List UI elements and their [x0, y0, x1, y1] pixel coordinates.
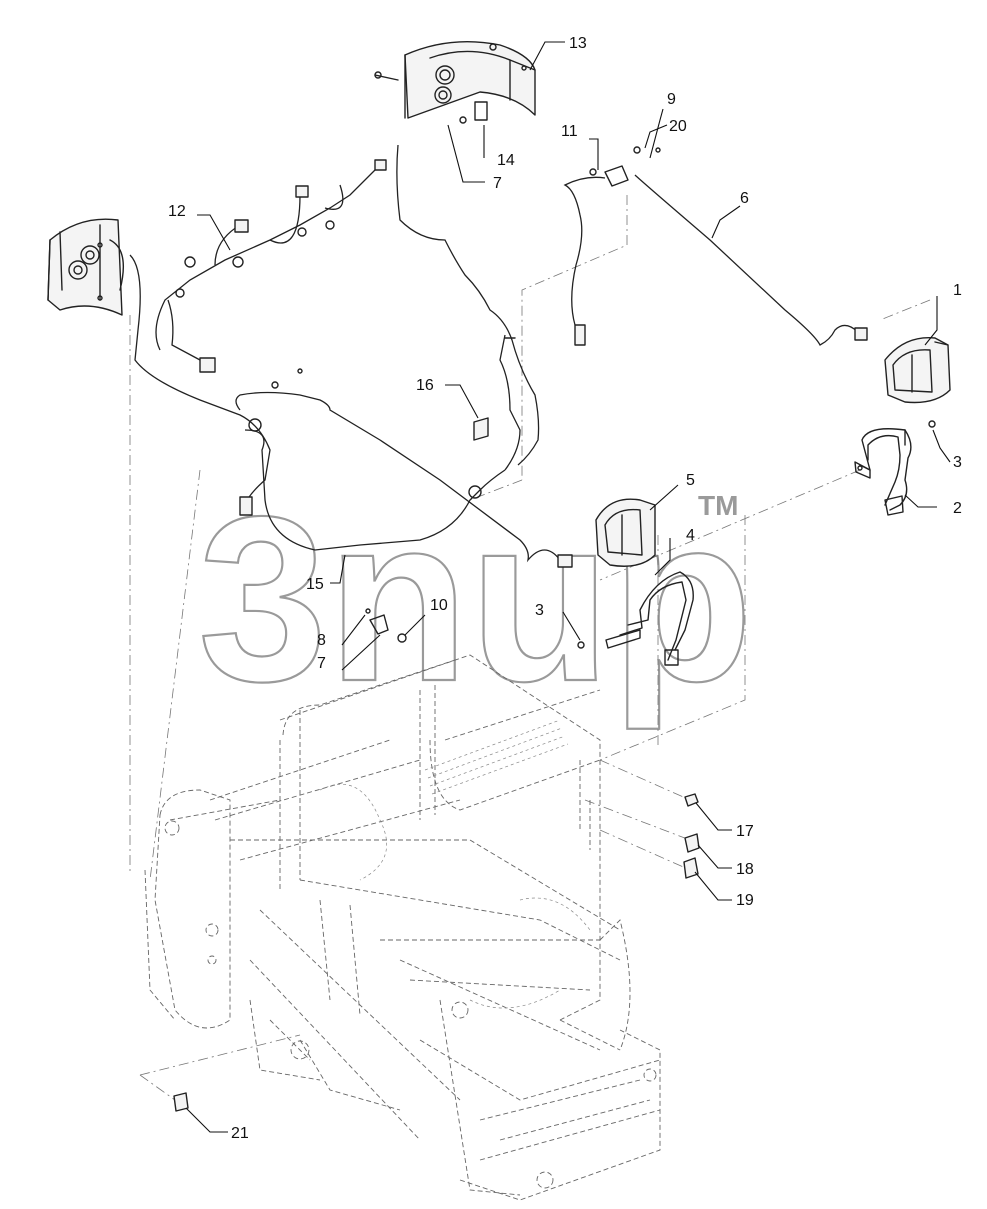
callout-leader-lines	[185, 41, 951, 1133]
small-parts	[173, 417, 700, 1112]
callout-11: 11	[561, 123, 578, 140]
callout-16: 16	[416, 377, 434, 394]
callout-21: 21	[231, 1125, 249, 1142]
rear-light-housing	[374, 41, 536, 124]
watermark: 3nup TM	[197, 466, 754, 731]
main-wire-harness	[129, 159, 387, 516]
work-light-harness	[563, 146, 868, 346]
watermark-trademark: TM	[698, 490, 738, 521]
callout-1: 1	[953, 282, 962, 299]
callout-7-bottom: 7	[317, 655, 326, 672]
callout-9: 9	[667, 91, 676, 108]
callout-labels: 1 2 3 3 4 5 6 7 7 8 9 10 11 12 13 14 15 …	[168, 35, 962, 1142]
screw-8	[365, 608, 371, 614]
switch-17	[684, 793, 699, 807]
switch-21	[173, 1092, 189, 1112]
lower-wire-harness	[235, 144, 573, 568]
callout-8: 8	[317, 632, 326, 649]
switch-19	[683, 857, 699, 879]
callout-3-front: 3	[535, 602, 544, 619]
switch-18	[684, 833, 700, 853]
callout-10: 10	[430, 597, 448, 614]
grommet-clip	[369, 614, 389, 635]
callout-20: 20	[669, 118, 687, 135]
watermark-text: 3nup	[198, 467, 753, 730]
callout-2: 2	[953, 500, 962, 517]
callout-19: 19	[736, 892, 754, 909]
callout-4: 4	[686, 527, 695, 544]
callout-5: 5	[686, 472, 695, 489]
relay-block	[473, 417, 489, 441]
callout-6: 6	[740, 190, 749, 207]
lamp-bracket-rear	[854, 420, 936, 516]
callout-3-rear: 3	[953, 454, 962, 471]
callout-15: 15	[306, 576, 324, 593]
callout-13: 13	[569, 35, 587, 52]
work-lamp-rear	[884, 336, 951, 404]
work-lamp-front	[595, 498, 656, 567]
callout-12: 12	[168, 203, 186, 220]
nut-10	[397, 633, 407, 643]
lamp-bracket-front	[577, 571, 694, 666]
callout-17: 17	[736, 823, 754, 840]
loader-frame	[144, 654, 661, 1201]
callout-7-top: 7	[493, 175, 502, 192]
callout-14: 14	[497, 152, 515, 169]
front-light-housing	[47, 218, 124, 316]
callout-18: 18	[736, 861, 754, 878]
